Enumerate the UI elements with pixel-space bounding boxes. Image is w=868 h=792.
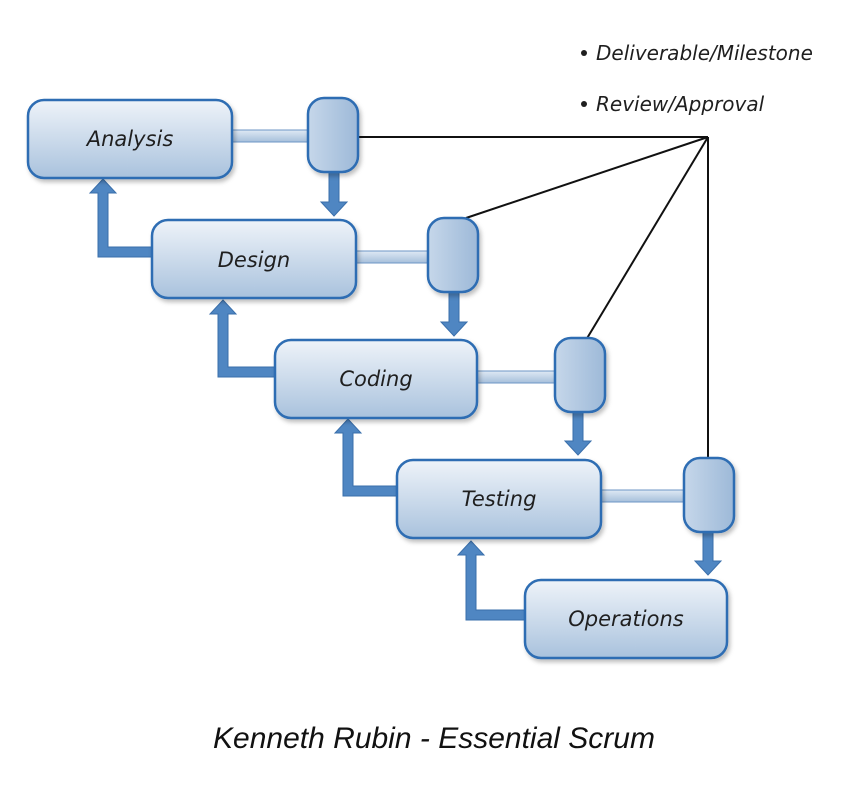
feedback-arrow-testing-coding [333, 418, 401, 497]
stage-label-operations: Operations [568, 607, 684, 631]
caption: Kenneth Rubin - Essential Scrum [213, 722, 655, 755]
feedback-arrow-design-analysis [88, 178, 156, 258]
connector-analysis [229, 129, 311, 143]
review-line-design [465, 136, 709, 219]
stage-label-coding: Coding [339, 367, 412, 391]
connectors [229, 129, 685, 503]
down-arrow-coding-testing [563, 411, 593, 456]
stage-boxes: Analysis Design Coding Testing Operation… [26, 98, 729, 660]
stage-design: Design [150, 218, 358, 300]
down-arrow-design-coding [439, 291, 469, 337]
stage-label-design: Design [218, 248, 291, 272]
connector-coding [473, 370, 559, 384]
stage-operations: Operations [523, 578, 729, 660]
milestone-testing [682, 456, 736, 534]
review-line-coding [585, 136, 709, 341]
down-arrows [319, 171, 723, 576]
feedback-arrows [88, 178, 529, 621]
feedback-arrow-coding-design [208, 299, 279, 378]
legend: Deliverable/Milestone Review/Approval [581, 41, 813, 116]
legend-bullet-review [581, 101, 587, 107]
stage-testing: Testing [395, 458, 603, 540]
stage-analysis: Analysis [26, 98, 234, 180]
review-lines [358, 136, 709, 458]
milestone-design [426, 216, 480, 294]
milestone-analysis [306, 96, 360, 174]
milestones [306, 96, 736, 534]
stage-label-testing: Testing [462, 487, 537, 511]
legend-item-deliverable: Deliverable/Milestone [596, 41, 813, 65]
connector-design [353, 250, 431, 264]
down-arrow-testing-operations [693, 531, 723, 576]
legend-item-review: Review/Approval [596, 92, 765, 116]
stage-label-analysis: Analysis [85, 127, 174, 151]
connector-testing [597, 489, 685, 503]
down-arrow-analysis-design [319, 171, 349, 217]
feedback-arrow-operations-testing [456, 540, 529, 621]
stage-coding: Coding [273, 338, 479, 420]
milestone-coding [553, 336, 607, 414]
legend-bullet-deliverable [581, 50, 587, 56]
